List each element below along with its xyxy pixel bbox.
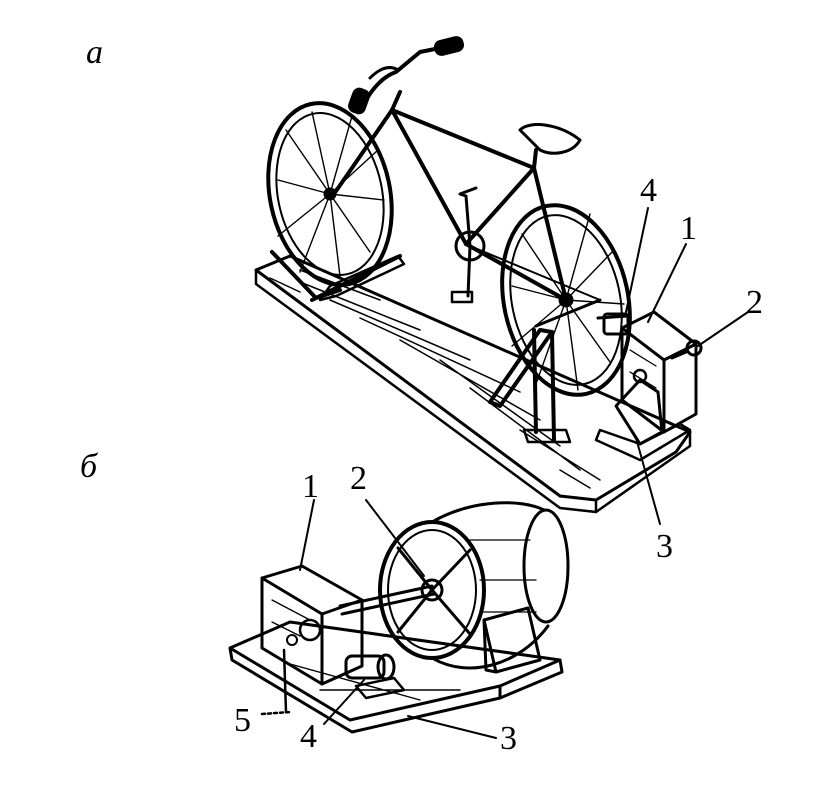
panel-b-coupling bbox=[344, 653, 406, 700]
panel-b-drawing bbox=[228, 499, 570, 739]
panel-b-callout-3: 3 bbox=[500, 720, 517, 757]
panel-b-terminal bbox=[260, 648, 292, 716]
panel-a-callout-3: 3 bbox=[656, 528, 673, 565]
panel-b-drum-pedestal bbox=[482, 606, 542, 674]
panel-a-leader-lines bbox=[625, 207, 749, 525]
panel-b-callout-5: 5 bbox=[234, 702, 251, 739]
panel-b-drum bbox=[378, 501, 570, 670]
panel-a-roller bbox=[596, 312, 630, 336]
panel-a-front-stand bbox=[270, 250, 406, 302]
panel-a-callout-1: 1 bbox=[680, 210, 697, 247]
panel-a-rear-wheel bbox=[500, 203, 632, 397]
panel-a-callout-2: 2 bbox=[746, 284, 763, 321]
panel-b-label: б bbox=[80, 448, 98, 485]
panel-a-bike-frame bbox=[332, 36, 601, 304]
panel-b-leader-lines bbox=[299, 499, 497, 739]
panel-a-rear-stand bbox=[488, 298, 602, 444]
panel-b-shaft bbox=[338, 584, 436, 616]
panel-b-callout-4: 4 bbox=[300, 718, 317, 755]
panel-b-callout-1: 1 bbox=[302, 468, 319, 505]
panel-b-callout-2: 2 bbox=[350, 460, 367, 497]
panel-a-drawing bbox=[254, 36, 749, 525]
panel-a-label: а bbox=[86, 34, 103, 71]
panel-a-callout-4: 4 bbox=[640, 172, 657, 209]
